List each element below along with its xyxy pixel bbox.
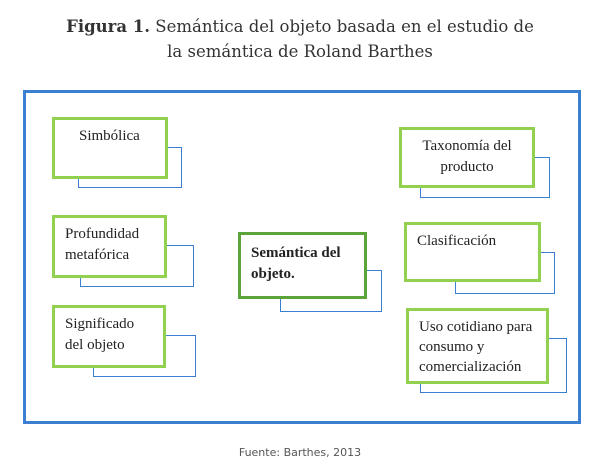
figure-title: Figura 1. Semántica del objeto basada en…: [0, 14, 600, 64]
title-line-1: Semántica del objeto basada en el estudi…: [155, 17, 534, 36]
diagram-frame: [23, 90, 581, 424]
box-taxonomia-del-producto: Taxonomía del producto: [399, 127, 535, 188]
box-label: Significado del objeto: [65, 316, 135, 353]
box-label: Clasificación: [417, 233, 497, 249]
box-label: Taxonomía del producto: [422, 138, 512, 175]
box-label: Semántica del objeto.: [251, 245, 341, 282]
box-profundidad-metaforica: Profundidad metafórica: [52, 215, 167, 278]
source-caption: Fuente: Barthes, 2013: [238, 446, 362, 459]
box-label: Simbólica: [79, 128, 140, 144]
box-significado-del-objeto: Significado del objeto: [52, 305, 166, 368]
box-label: Uso cotidiano para consumo y comercializ…: [419, 319, 533, 375]
figure-label: Figura 1.: [66, 17, 151, 36]
box-semantica-del-objeto: Semántica del objeto.: [238, 232, 367, 299]
box-label: Profundidad metafórica: [65, 226, 140, 263]
title-line-2: la semántica de Roland Barthes: [167, 42, 433, 61]
box-uso-cotidiano: Uso cotidiano para consumo y comercializ…: [406, 308, 549, 384]
box-clasificacion: Clasificación: [404, 222, 541, 282]
box-simbolica: Simbólica: [52, 117, 168, 179]
